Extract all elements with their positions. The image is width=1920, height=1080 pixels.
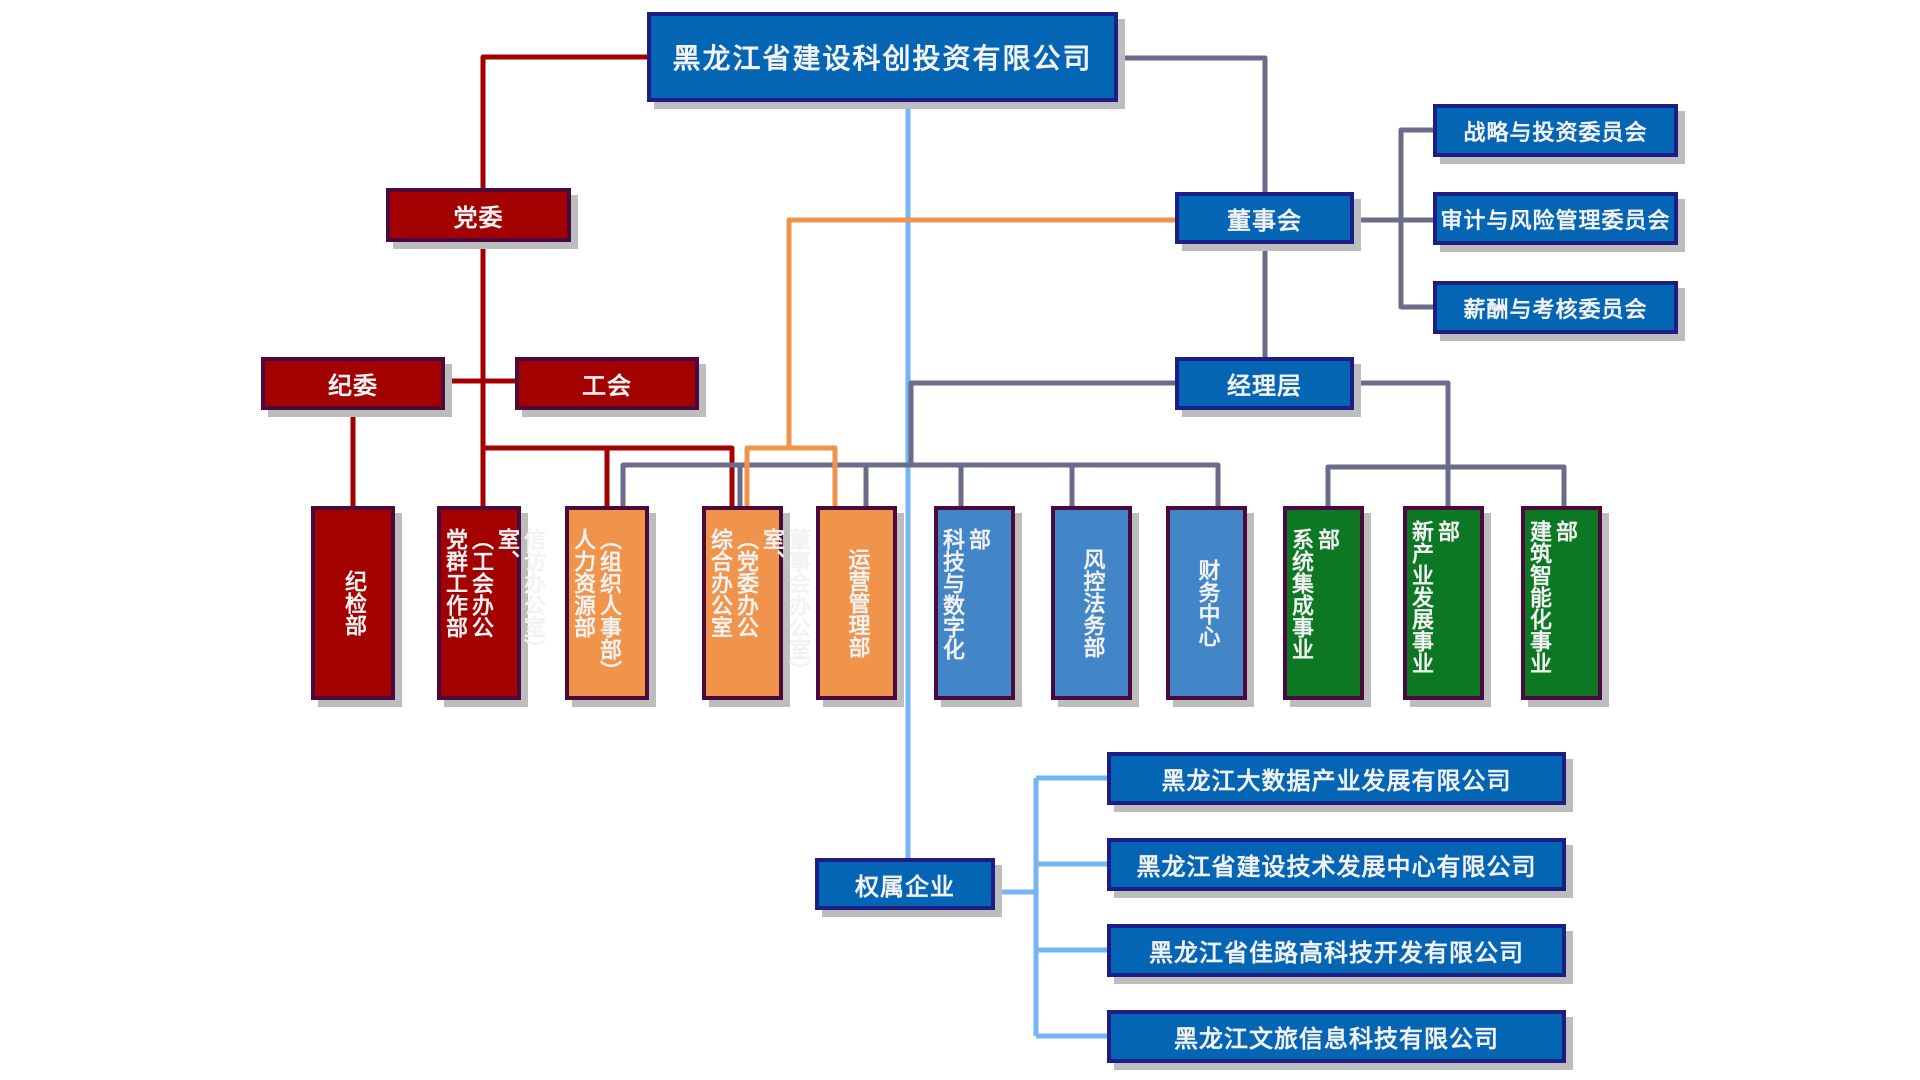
committee-compensation-box[interactable]: 薪酬与考核委员会 — [1433, 281, 1678, 334]
management-box[interactable]: 经理层 — [1175, 357, 1354, 410]
company-title: 黑龙江省建设科创投资有限公司 — [672, 42, 1093, 75]
dept-discipline-label: 纪检部 — [341, 570, 366, 636]
board-office-connectors — [744, 217, 1175, 506]
dept-building-intelligence-box[interactable]: 建筑智能化事业部 — [1521, 506, 1602, 700]
line-business-bus — [1325, 464, 1567, 506]
discipline-committee-label: 纪委 — [328, 372, 378, 400]
dept-discipline-box[interactable]: 纪检部 — [311, 506, 395, 700]
union-box[interactable]: 工会 — [515, 357, 699, 410]
subsidiary-connectors — [905, 102, 1107, 1039]
subsidiary-item[interactable]: 黑龙江省佳路高科技开发有限公司 — [1107, 924, 1566, 977]
line-management-right — [1354, 380, 1451, 467]
dept-new-industry-box[interactable]: 新产业发展事业部 — [1403, 506, 1484, 700]
dept-operations-box[interactable]: 运营管理部 — [816, 506, 897, 700]
dept-hr-box[interactable]: 人力资源部 （组织人事部） — [565, 506, 649, 700]
dept-party-affairs-label: 党群工作部 （工会办公室、 信访办公室） — [442, 528, 545, 660]
subsidiary-item[interactable]: 黑龙江大数据产业发展有限公司 — [1107, 752, 1566, 805]
line-management-left — [908, 380, 1175, 465]
line-function-drops — [737, 465, 1075, 506]
discipline-committee-box[interactable]: 纪委 — [261, 357, 445, 410]
dept-tech-digital-box[interactable]: 科技与数字化部 — [934, 506, 1015, 700]
subsidiary-item-label: 黑龙江省佳路高科技开发有限公司 — [1149, 939, 1524, 967]
committee-audit-label: 审计与风险管理委员会 — [1440, 208, 1671, 234]
union-label: 工会 — [582, 372, 632, 400]
party-connectors — [350, 54, 735, 506]
dept-risk-legal-box[interactable]: 风控法务部 — [1051, 506, 1132, 700]
dept-party-affairs-box[interactable]: 党群工作部 （工会办公室、 信访办公室） — [437, 506, 545, 700]
subsidiary-item-label: 黑龙江大数据产业发展有限公司 — [1161, 767, 1512, 795]
dept-general-office-box[interactable]: 综合办公室 （党委办公室、 董事会办公室） — [702, 506, 810, 700]
dept-new-industry-label: 新产业发展事业部 — [1408, 520, 1459, 674]
subsidiaries-label: 权属企业 — [855, 872, 955, 901]
dept-tech-digital-label: 科技与数字化部 — [939, 528, 990, 660]
company-title-box[interactable]: 黑龙江省建设科创投资有限公司 — [647, 12, 1118, 102]
dept-risk-legal-label: 风控法务部 — [1079, 548, 1105, 658]
party-committee-label: 党委 — [453, 203, 504, 232]
dept-building-intelligence-label: 建筑智能化事业部 — [1526, 520, 1577, 674]
subsidiary-item[interactable]: 黑龙江省建设技术发展中心有限公司 — [1107, 838, 1566, 891]
management-label: 经理层 — [1227, 372, 1302, 400]
committee-compensation-label: 薪酬与考核委员会 — [1463, 297, 1648, 323]
line-board-to-office — [786, 217, 1175, 448]
line-committees-trunk — [1398, 127, 1433, 310]
board-box[interactable]: 董事会 — [1175, 192, 1354, 244]
line-function-bus — [620, 462, 1221, 506]
line-top-to-board — [1118, 55, 1268, 192]
board-label: 董事会 — [1227, 206, 1302, 235]
committee-audit-box[interactable]: 审计与风险管理委员会 — [1433, 192, 1678, 245]
committee-strategy-label: 战略与投资委员会 — [1463, 120, 1648, 146]
governance-connectors — [620, 55, 1567, 506]
line-top-to-party — [480, 54, 647, 506]
line-subsidiary-items — [1036, 775, 1107, 1039]
line-office-bus — [744, 445, 838, 506]
line-party-bus — [483, 445, 735, 506]
subsidiary-item-label: 黑龙江文旅信息科技有限公司 — [1174, 1025, 1499, 1053]
dept-finance-label: 财务中心 — [1194, 559, 1220, 647]
dept-finance-box[interactable]: 财务中心 — [1166, 506, 1247, 700]
dept-hr-label: 人力资源部 （组织人事部） — [570, 528, 621, 682]
subsidiary-item[interactable]: 黑龙江文旅信息科技有限公司 — [1107, 1010, 1566, 1063]
subsidiaries-box[interactable]: 权属企业 — [815, 858, 995, 910]
dept-system-integration-box[interactable]: 系统集成事业部 — [1283, 506, 1364, 700]
dept-operations-label: 运营管理部 — [844, 548, 870, 658]
dept-system-integration-label: 系统集成事业部 — [1288, 528, 1339, 660]
dept-general-office-label: 综合办公室 （党委办公室、 董事会办公室） — [707, 528, 810, 682]
subsidiary-item-label: 黑龙江省建设技术发展中心有限公司 — [1136, 853, 1537, 881]
committee-strategy-box[interactable]: 战略与投资委员会 — [1433, 104, 1678, 157]
party-committee-box[interactable]: 党委 — [386, 188, 571, 242]
